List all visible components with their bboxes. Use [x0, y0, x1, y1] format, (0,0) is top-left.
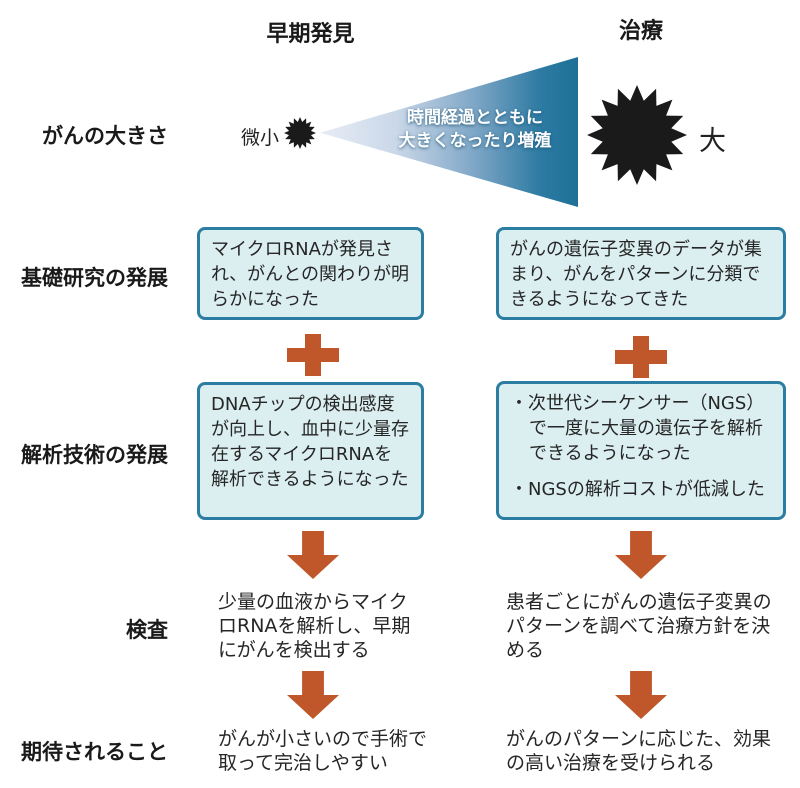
expectations-right-text: がんのパターンに応じた、効果の高い治療を受けられる	[506, 728, 772, 774]
plus-icon	[615, 336, 667, 378]
expectations-left-text: がんが小さいので手術で取って完治しやすい	[218, 728, 428, 774]
starburst-small-icon	[284, 117, 316, 149]
testing-left-text: 少量の血液からマイクロRNAを解析し、早期にがんを検出する	[218, 591, 411, 661]
down-arrow-icon	[287, 531, 339, 579]
plus-vertical-bar	[305, 334, 321, 376]
tiny-cancer-label: 微小	[241, 127, 280, 149]
down-arrow-icon	[287, 671, 339, 719]
row-label-testing: 検査	[126, 618, 168, 642]
row-label-cancer-size: がんの大きさ	[42, 124, 168, 148]
growth-cone-caption-line2: 大きくなったり増殖	[398, 131, 552, 151]
plus-icon	[287, 334, 339, 376]
growth-cone-caption: 時間経過とともに 大きくなったり増殖	[393, 107, 557, 153]
column-header-early-detection: 早期発見	[266, 22, 355, 47]
growth-cone-caption-line1: 時間経過とともに	[407, 108, 543, 128]
column-header-treatment: 治療	[618, 19, 663, 44]
analysis-tech-left-box: DNAチップの検出感度が向上し、血中に少量存在するマイクロRNAを解析できるよう…	[197, 382, 424, 520]
basic-research-right-box: がんの遺伝子変異のデータが集まり、がんをパターンに分類できるようになってきた	[496, 227, 786, 320]
analysis-tech-right-item1: ・次世代シーケンサー（NGS）で一度に大量の遺伝子を解析できるようになった	[510, 393, 765, 464]
row-label-expectations: 期待されること	[21, 740, 168, 764]
row-label-basic-research: 基礎研究の発展	[21, 266, 168, 290]
row-label-analysis-tech: 解析技術の発展	[21, 443, 168, 467]
down-arrow-icon	[615, 671, 667, 719]
starburst-large-icon	[587, 85, 687, 185]
basic-research-left-box: マイクロRNAが発見され、がんとの関わりが明らかになった	[197, 227, 424, 320]
large-cancer-label: 大	[699, 126, 726, 157]
plus-vertical-bar	[633, 336, 649, 378]
analysis-tech-right-item2: ・NGSの解析コストが低減した	[510, 479, 765, 500]
testing-right-text: 患者ごとにがんの遺伝子変異のパターンを調べて治療方針を決める	[506, 591, 772, 661]
down-arrow-icon	[615, 531, 667, 579]
analysis-tech-right-box: ・次世代シーケンサー（NGS）で一度に大量の遺伝子を解析できるようになった ・N…	[496, 381, 786, 520]
